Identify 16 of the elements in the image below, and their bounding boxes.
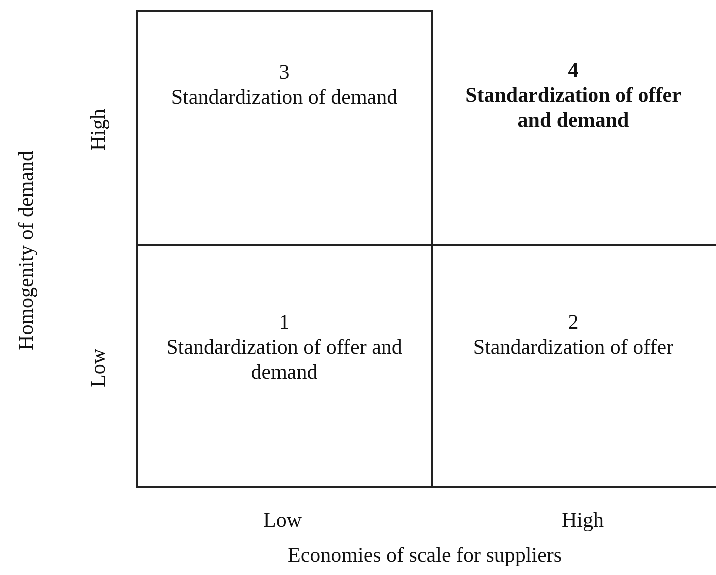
quadrant-number: 1 bbox=[278, 310, 291, 335]
quadrant-number: 2 bbox=[567, 310, 580, 335]
quadrant-label: Standardization of demand bbox=[170, 85, 399, 110]
quadrant-label: Standardization of offer bbox=[472, 335, 675, 360]
quadrant-label: Standardization of offer and demand bbox=[166, 335, 404, 385]
axis-tick-label: Low bbox=[86, 348, 111, 387]
axis-tick-label: High bbox=[86, 109, 111, 151]
matrix-cell bbox=[136, 244, 433, 488]
axis-tick-label: High bbox=[562, 508, 604, 533]
axis-tick-label: Low bbox=[264, 508, 302, 533]
axis-title: Homogenity of demand bbox=[14, 150, 39, 350]
axis-title: Economies of scale for suppliers bbox=[288, 543, 562, 568]
quadrant-number: 4 bbox=[567, 58, 580, 83]
quadrant-label: Standardization of offer and demand bbox=[464, 83, 682, 133]
matrix-cell bbox=[136, 10, 433, 246]
quadrant-number: 3 bbox=[278, 60, 291, 85]
